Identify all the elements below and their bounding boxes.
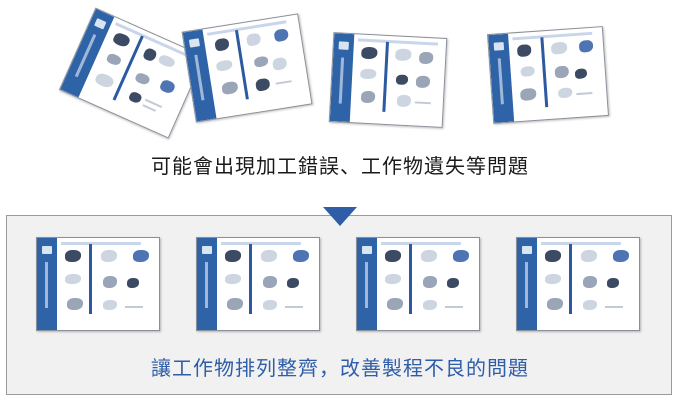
problem-caption: 可能會出現加工錯誤、工作物遺失等問題 bbox=[151, 154, 529, 178]
misaligned-flyer bbox=[181, 13, 313, 123]
aligned-flyer bbox=[516, 237, 640, 331]
aligned-flyer bbox=[36, 237, 160, 331]
aligned-flyer bbox=[356, 237, 480, 331]
down-triangle-icon bbox=[323, 207, 357, 226]
aligned-flyer bbox=[196, 237, 320, 331]
misaligned-flyer bbox=[487, 26, 609, 124]
misaligned-flyer bbox=[328, 32, 448, 128]
solution-caption: 讓工作物排列整齊，改善製程不良的問題 bbox=[151, 356, 529, 380]
misaligned-flyer bbox=[58, 7, 206, 139]
